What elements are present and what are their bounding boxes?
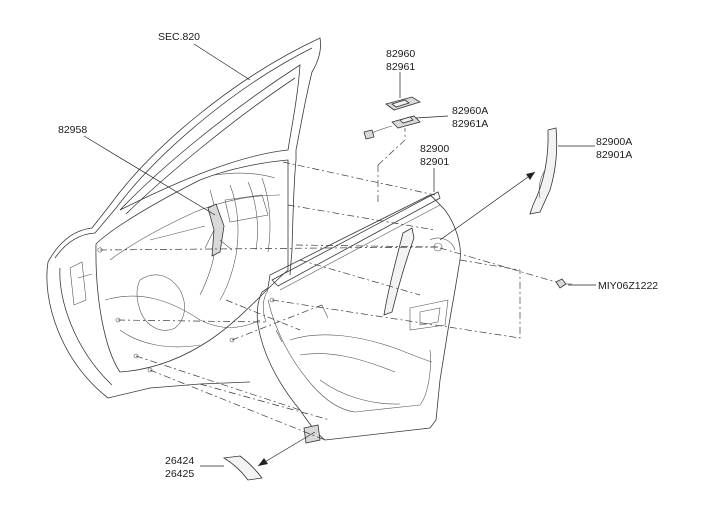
label-82900: 82900 [420,143,449,155]
arrow-to-cover [257,431,316,467]
assembly-lines [99,128,557,441]
corner-cover [222,455,263,481]
inside-handle [529,127,558,215]
label-82901: 82901 [420,156,449,168]
pull-handle-bracket [383,227,415,316]
label-26424: 26424 [165,455,194,467]
arrow-to-inside-handle [439,171,536,241]
switch-assembly [385,96,421,111]
label-82960: 82960 [386,48,415,60]
window-regulator [204,203,233,257]
door-trim-panel [256,191,461,444]
label-26425: 26425 [165,468,194,480]
part-labels: SEC.820 82958 82960 82961 82960A 82961A … [58,31,658,480]
label-82901a: 82901A [596,149,632,161]
label-82961a: 82961A [452,118,488,130]
leader-lines [83,43,596,467]
label-miy06z1222: MIY06Z1222 [598,280,658,292]
label-sec820: SEC.820 [158,31,200,43]
label-82960a: 82960A [452,105,488,117]
switch-connector-assembly [363,115,421,140]
label-82958: 82958 [58,124,87,136]
label-82961: 82961 [386,61,415,73]
screw [555,278,572,289]
door-shell [46,37,321,399]
label-82900a: 82900A [596,136,632,148]
